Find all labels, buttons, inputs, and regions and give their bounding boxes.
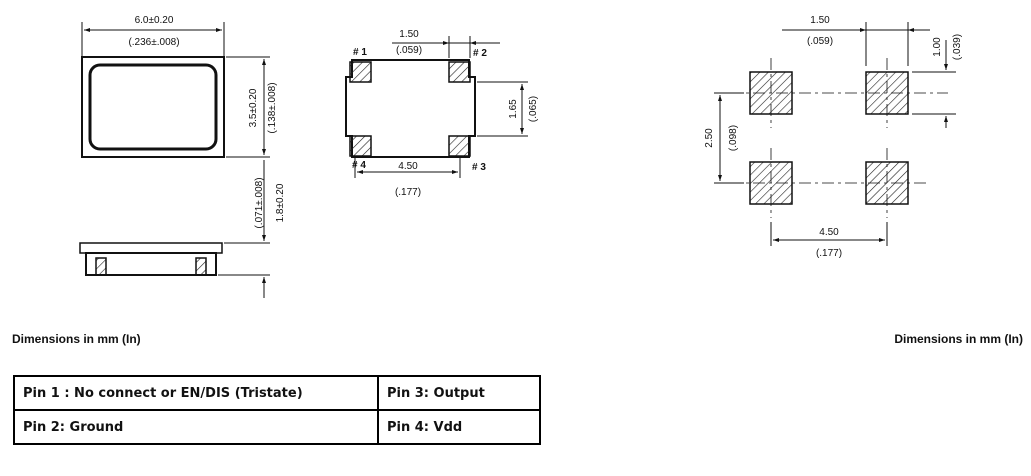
pin-1-cell: Pin 1 : No connect or EN/DIS (Tristate) xyxy=(13,375,379,411)
pin-4-cell: Pin 4: Vdd xyxy=(377,409,541,445)
pin-2-cell: Pin 2: Ground xyxy=(13,409,379,445)
pad-3-label: # 3 xyxy=(472,162,486,173)
pin-assignment-table: Pin 1 : No connect or EN/DIS (Tristate) … xyxy=(13,375,541,445)
land-pad-width-dim: 1.50 xyxy=(810,15,830,26)
pad-span-h-dim: 4.50 xyxy=(398,161,418,172)
thickness-dim: 1.8±0.20 xyxy=(275,183,286,222)
land-pad-width-dim-inch: (.059) xyxy=(807,36,833,47)
land-pattern-view xyxy=(714,22,956,246)
land-pitch-v-dim: 2.50 xyxy=(704,128,715,148)
pad-2-label: # 2 xyxy=(473,48,487,59)
table-row: Pin 1 : No connect or EN/DIS (Tristate) … xyxy=(13,375,541,411)
top-height-dim: 3.5±0.20 xyxy=(248,88,259,127)
land-pad-height-dim-inch: (.039) xyxy=(952,34,963,60)
pad-4-label: # 4 xyxy=(352,160,366,171)
package-top-view xyxy=(81,22,270,158)
top-width-dim: 6.0±0.20 xyxy=(135,15,174,26)
pad-span-v-dim-inch: (.065) xyxy=(528,96,539,122)
package-side-view xyxy=(79,160,270,298)
land-pitch-v-dim-inch: (.098) xyxy=(728,125,739,151)
land-pitch-h-dim: 4.50 xyxy=(819,227,839,238)
top-width-dim-inch: (.236±.008) xyxy=(128,37,179,48)
thickness-dim-inch: (.071±.008) xyxy=(254,177,265,228)
package-bottom-pad-view xyxy=(345,36,528,178)
land-pitch-h-dim-inch: (.177) xyxy=(816,248,842,259)
pad-span-h-dim-inch: (.177) xyxy=(395,187,421,198)
top-height-dim-inch: (.138±.008) xyxy=(267,82,278,133)
pin-3-cell: Pin 3: Output xyxy=(377,375,541,411)
pad-width-dim: 1.50 xyxy=(399,29,419,40)
pad-1-label: # 1 xyxy=(353,47,367,58)
pad-width-dim-inch: (.059) xyxy=(396,45,422,56)
dimensions-caption-left: Dimensions in mm (In) xyxy=(12,332,141,346)
dimensions-caption-right: Dimensions in mm (In) xyxy=(894,332,1023,346)
land-pad-height-dim: 1.00 xyxy=(932,37,943,57)
table-row: Pin 2: Ground Pin 4: Vdd xyxy=(13,409,541,445)
pad-span-v-dim: 1.65 xyxy=(508,99,519,119)
